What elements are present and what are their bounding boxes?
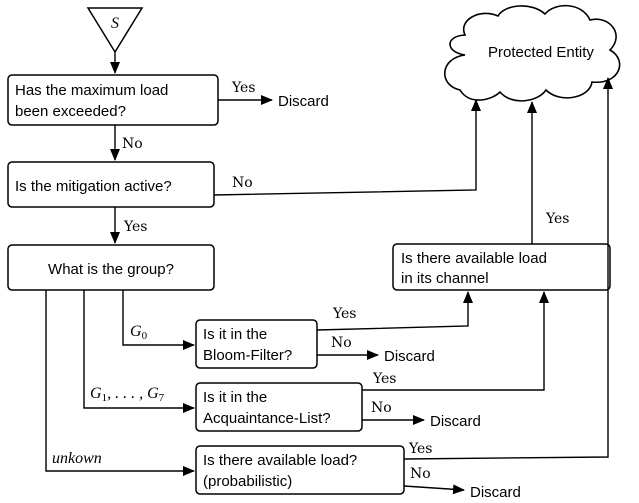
edge-probabilistic-no <box>403 484 465 495</box>
bloom-line1: Is it in the <box>203 326 267 343</box>
group-line1: What is the group? <box>48 261 174 278</box>
label-bloom-yes: Yes <box>332 306 357 322</box>
acquaintance-line1: Is it in the <box>203 389 267 406</box>
probabilistic-line2: (probabilistic) <box>203 473 292 490</box>
discard-1: Discard <box>278 93 329 110</box>
label-probabilistic-yes: Yes <box>408 441 433 457</box>
channel-box: Is there available load in its channel <box>392 243 611 291</box>
label-mitigation-yes: Yes <box>123 219 148 235</box>
label-maxload-no: No <box>122 136 143 152</box>
protected-entity-cloud: Protected Entity <box>444 4 621 102</box>
edge-mitigation-no <box>213 99 481 196</box>
channel-line1: Is there available load <box>401 250 547 267</box>
edge-group-unknown <box>45 290 195 476</box>
protected-entity-label: Protected Entity <box>488 44 594 61</box>
channel-line2: in its channel <box>401 270 489 287</box>
edge-bloom-yes <box>316 291 473 331</box>
edge-probabilistic-yes <box>403 77 613 460</box>
start-label: S <box>111 15 119 32</box>
bloom-line2: Bloom-Filter? <box>203 347 292 364</box>
mitigation-line1: Is the mitigation active? <box>15 178 172 195</box>
bloom-box: Is it in the Bloom-Filter? <box>195 319 318 369</box>
edge-acquaintance-yes <box>362 291 549 391</box>
label-bloom-no: No <box>331 335 352 351</box>
edge-group-g0 <box>122 290 195 350</box>
max-load-box: Has the maximum load been exceeded? <box>7 74 219 126</box>
max-load-line1: Has the maximum load <box>15 82 168 99</box>
label-probabilistic-no: No <box>410 466 431 482</box>
acquaintance-line2: Acquaintance-List? <box>203 410 331 427</box>
probabilistic-box: Is there available load? (probabilistic) <box>195 445 405 495</box>
acquaintance-box: Is it in the Acquaintance-List? <box>195 382 363 432</box>
discard-2: Discard <box>384 348 435 365</box>
mitigation-box: Is the mitigation active? <box>7 161 215 208</box>
label-acquaintance-no: No <box>371 400 392 416</box>
label-g0: G0 <box>130 323 148 342</box>
label-unknown: unkown <box>52 450 102 467</box>
group-box: What is the group? <box>7 244 215 291</box>
label-acquaintance-yes: Yes <box>372 371 397 387</box>
label-maxload-yes: Yes <box>231 80 256 96</box>
label-g1-g7: G1, . . . , G7 <box>90 385 165 404</box>
probabilistic-line1: Is there available load? <box>203 452 357 469</box>
discard-4: Discard <box>470 484 521 501</box>
label-mitigation-no: No <box>232 175 253 191</box>
label-channel-yes: Yes <box>545 211 570 227</box>
edge-group-g1-g7 <box>83 290 195 413</box>
discard-3: Discard <box>430 413 481 430</box>
max-load-line2: been exceeded? <box>15 103 126 120</box>
start-node: S <box>86 7 144 54</box>
